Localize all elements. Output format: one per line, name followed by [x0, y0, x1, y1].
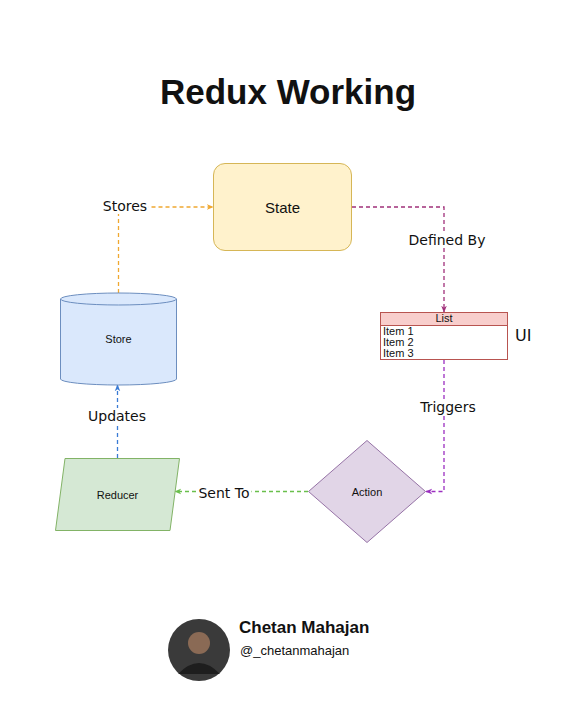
edge-label: Sent To — [196, 485, 251, 501]
photo-circle — [168, 619, 230, 681]
shape-outline — [61, 293, 177, 385]
node-label: Action — [352, 486, 383, 498]
author-handle: @_chetanmahajan — [240, 643, 349, 658]
state-box: State — [213, 163, 352, 251]
list-item: Item 1 — [381, 326, 507, 337]
photo-face — [188, 632, 210, 654]
shape-outline — [56, 459, 180, 531]
ui-label: UI — [515, 326, 531, 345]
list-box: ListItem 1Item 2Item 3 — [380, 312, 508, 360]
author-name: Chetan Mahajan — [239, 618, 369, 638]
node-label: State — [265, 199, 300, 216]
dashed-connector — [352, 207, 444, 312]
node-text-holder: Store — [60, 293, 177, 385]
photo-shoulders — [178, 663, 220, 674]
node-label: Store — [105, 333, 131, 345]
list-header: List — [381, 313, 507, 326]
list-item: Item 3 — [381, 348, 507, 359]
node-label: Reducer — [97, 489, 139, 501]
dashed-connector — [426, 360, 444, 492]
dashed-connector — [119, 207, 214, 293]
shape-outline — [309, 441, 426, 543]
edge-label: Triggers — [418, 399, 478, 415]
node-text-holder: Reducer — [55, 458, 180, 531]
edge-label: Stores — [101, 198, 149, 214]
store-cylinder: Store — [60, 293, 177, 385]
list-item: Item 2 — [381, 337, 507, 348]
node-text-holder: State — [214, 164, 351, 250]
cylinder-rim — [61, 299, 177, 305]
diagram-title: Redux Working — [0, 72, 576, 112]
edge-label: Defined By — [407, 232, 488, 248]
node-text-holder: Action — [308, 440, 426, 543]
reducer-parallelogram: Reducer — [55, 458, 180, 531]
author-photo — [168, 619, 230, 681]
action-diamond: Action — [308, 440, 426, 543]
edge-label: Updates — [86, 408, 148, 424]
